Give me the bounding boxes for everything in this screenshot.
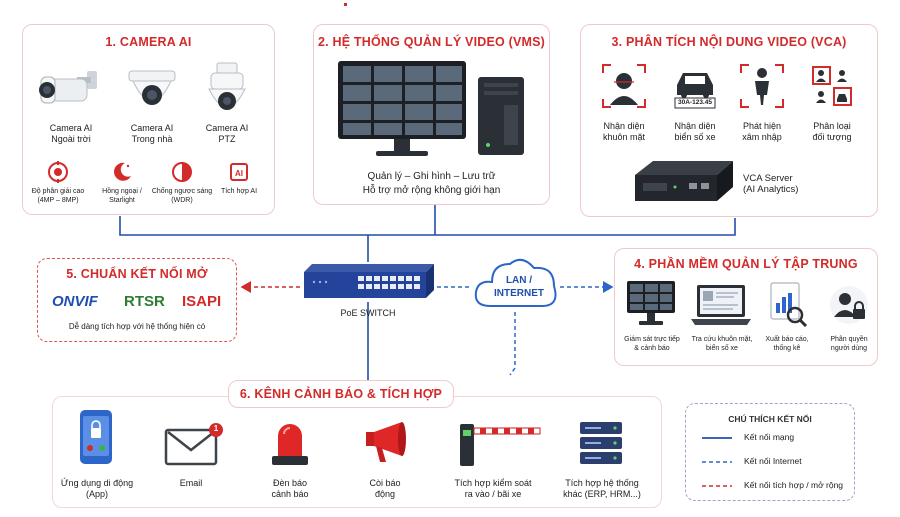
rtsr-logo: RTSR — [124, 293, 165, 310]
intrusion-icon — [740, 64, 784, 108]
camera-ai-title: 1. CAMERA AI — [105, 35, 192, 49]
open-standards-panel: 5. CHUẨN KẾT NỐI MỞ ONVIF RTSR ISAPI Dễ … — [37, 258, 237, 342]
report-icon — [770, 282, 808, 327]
vms-server-tower-icon — [478, 77, 524, 155]
alert-erp-label: Tích hợp hệ thống khác (ERP, HRM...) — [563, 478, 641, 499]
software-title: 4. PHẦN MỀM QUẢN LÝ TẬP TRUNG — [634, 257, 858, 271]
high-resolution-icon — [48, 161, 68, 183]
legend-integration-label: Kết nối tích hợp / mở rộng — [744, 480, 844, 490]
night-vision-icon — [114, 162, 131, 181]
search-laptop-icon — [691, 285, 751, 325]
siren-icon — [366, 422, 406, 462]
feature-night-label: Hồng ngoại / Starlight — [102, 188, 142, 204]
object-classification-icon — [812, 66, 852, 106]
server-stack-icon — [580, 422, 622, 464]
software-report-label: Xuất báo cáo, thống kê — [765, 336, 809, 352]
poe-switch-icon — [304, 264, 434, 298]
alert-light-label: Đèn báo cảnh báo — [271, 478, 309, 499]
vca-intrusion-label: Phát hiện xâm nhập — [742, 121, 782, 142]
camera-indoor-label: Camera AI Trong nhà — [130, 123, 174, 144]
mobile-app-icon — [80, 410, 112, 464]
license-plate-icon — [674, 73, 716, 109]
legend-blue-dashed-line — [702, 461, 732, 463]
vca-face-label: Nhận diện khuôn mặt — [602, 121, 646, 142]
camera-ptz-label: Camera AI PTZ — [205, 123, 249, 144]
svg-text:AI: AI — [235, 169, 243, 178]
vca-title: 3. PHÂN TÍCH NỘI DUNG VIDEO (VCA) — [611, 35, 847, 49]
vms-monitor-icon — [338, 61, 466, 156]
vms-title: 2. HỆ THỐNG QUẢN LÝ VIDEO (VMS) — [317, 35, 546, 49]
feature-ai-label: Tích hợp AI — [220, 188, 258, 195]
camera-ai-panel: 1. CAMERA AI Camera AI Ngoài trời Camera… — [22, 24, 275, 215]
alerts-title: 6. KÊNH CẢNH BÁO & TÍCH HỢP — [239, 387, 443, 401]
wdr-icon — [172, 162, 192, 182]
poe-switch-label: PoE SWITCH — [340, 308, 396, 318]
onvif-logo: ONVIF — [52, 293, 98, 310]
standards-title: 5. CHUẨN KẾT NỐI MỞ — [66, 267, 208, 281]
barrier-gate-icon — [460, 424, 541, 466]
vca-plate-label: Nhận diện biển số xe — [674, 121, 716, 142]
isapi-logo: ISAPI — [182, 293, 222, 310]
vms-line-2: Hỗ trợ mở rộng không giới hạn — [362, 185, 501, 196]
vca-classify-label: Phân loại đối tượng — [812, 121, 852, 142]
dome-camera-icon — [128, 70, 176, 105]
software-search-label: Tra cứu khuôn mặt, biển số xe — [691, 336, 753, 352]
user-permission-icon — [830, 286, 868, 324]
bullet-camera-icon — [39, 71, 97, 104]
software-permission-label: Phân quyền người dùng — [830, 336, 868, 352]
live-monitor-icon — [627, 281, 675, 325]
vca-panel: 3. PHÂN TÍCH NỘI DUNG VIDEO (VCA) Nhận d… — [580, 24, 878, 217]
legend-title: CHÚ THÍCH KẾT NỐI — [728, 414, 812, 424]
email-icon — [164, 423, 223, 466]
legend-red-dashed-line — [702, 485, 732, 487]
feature-resolution-label: Độ phân giải cao (4MP – 8MP) — [31, 188, 85, 204]
cloud-icon — [474, 258, 557, 307]
legend-solid-line — [702, 437, 732, 439]
camera-outdoor-label: Camera AI Ngoài trời — [49, 123, 93, 144]
feature-wdr-label: Chống ngược sáng (WDR) — [151, 188, 213, 204]
central-software-panel: 4. PHẦN MỀM QUẢN LÝ TẬP TRUNG Giám sát t… — [614, 248, 878, 366]
email-badge: 1 — [213, 424, 219, 433]
legend-box: CHÚ THÍCH KẾT NỐI Kết nối mạng Kết nối I… — [685, 403, 855, 501]
alert-siren-label: Còi báo động — [369, 478, 401, 499]
warning-light-icon — [272, 424, 308, 465]
license-plate-text: 30A-123.45 — [678, 99, 712, 106]
vms-panel: 2. HỆ THỐNG QUẢN LÝ VIDEO (VMS) Quản lý … — [313, 24, 550, 205]
vca-server-icon — [635, 161, 733, 201]
legend-network-label: Kết nối mạng — [744, 432, 795, 442]
ai-chip-icon: AI — [230, 163, 248, 181]
standards-note: Dễ dàng tích hợp với hệ thống hiện có — [68, 322, 206, 331]
alert-app-label: Ứng dụng di động (App) — [60, 478, 134, 499]
face-recognition-icon — [602, 64, 646, 108]
vca-server-label: VCA Server (AI Analytics) — [743, 173, 799, 195]
ptz-camera-icon — [208, 62, 246, 110]
vms-line-1: Quản lý – Ghi hình – Lưu trữ — [367, 171, 496, 182]
alerts-title-box: 6. KÊNH CẢNH BÁO & TÍCH HỢP — [228, 380, 454, 408]
cloud-label: LAN / INTERNET — [494, 275, 544, 299]
alert-gate-label: Tích hợp kiểm soát ra vào / bãi xe — [454, 478, 532, 499]
alert-email-label: Email — [179, 478, 203, 488]
software-monitor-label: Giám sát trực tiếp & cảnh báo — [624, 336, 680, 352]
legend-internet-label: Kết nối Internet — [744, 456, 802, 466]
